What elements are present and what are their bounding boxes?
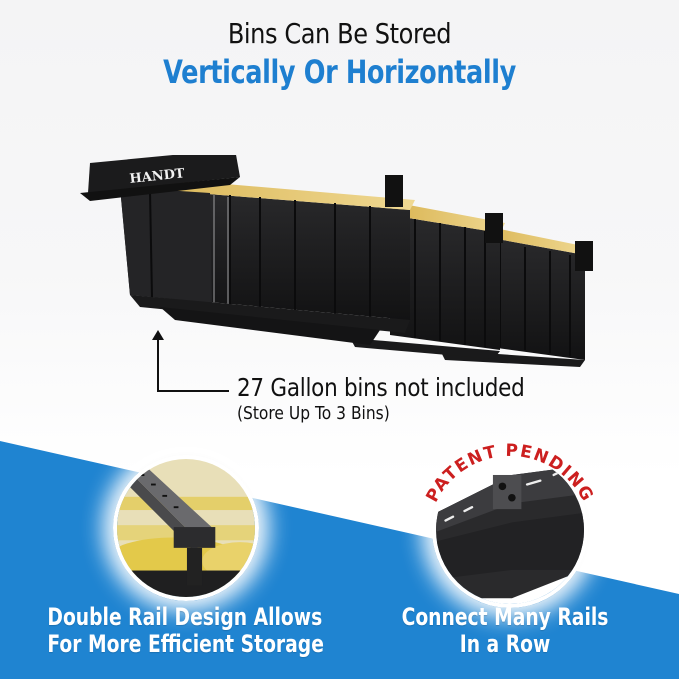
- caption-connect-rails-line-1: Connect Many Rails: [401, 603, 609, 631]
- headline-line-2: Vertically Or Horizontally: [163, 53, 516, 91]
- patent-pending-badge: PATENT PENDING: [422, 441, 597, 506]
- caption-double-rail: Double Rail Design Allows For More Effic…: [10, 604, 350, 658]
- bins-note: 27 Gallon bins not included (Store Up To…: [237, 372, 571, 426]
- headline-line-1: Bins Can Be Stored: [227, 17, 452, 50]
- svg-text:PATENT PENDING: PATENT PENDING: [422, 441, 597, 506]
- annotation-connector-line: [157, 336, 229, 392]
- bins-note-sub: (Store Up To 3 Bins): [237, 403, 390, 424]
- caption-connect-rails-line-2: In a Row: [459, 630, 551, 658]
- caption-connect-rails: Connect Many Rails In a Row: [330, 604, 679, 658]
- feature-image-double-rail: [113, 455, 259, 601]
- feature-image-rail-connector: [432, 452, 588, 608]
- caption-double-rail-line-2: For More Efficient Storage: [47, 630, 324, 658]
- brand-logo: HANDT: [129, 166, 186, 187]
- rail-connector-closeup-icon: [436, 456, 584, 604]
- double-rail-closeup-icon: [117, 459, 255, 597]
- headline: Bins Can Be Stored Vertically Or Horizon…: [0, 14, 679, 92]
- arrow-up-icon: [152, 330, 164, 340]
- product-image-overhead-rack-with-bins: HANDT: [80, 155, 593, 367]
- caption-double-rail-line-1: Double Rail Design Allows: [47, 603, 323, 631]
- bins-note-main: 27 Gallon bins not included: [237, 373, 525, 402]
